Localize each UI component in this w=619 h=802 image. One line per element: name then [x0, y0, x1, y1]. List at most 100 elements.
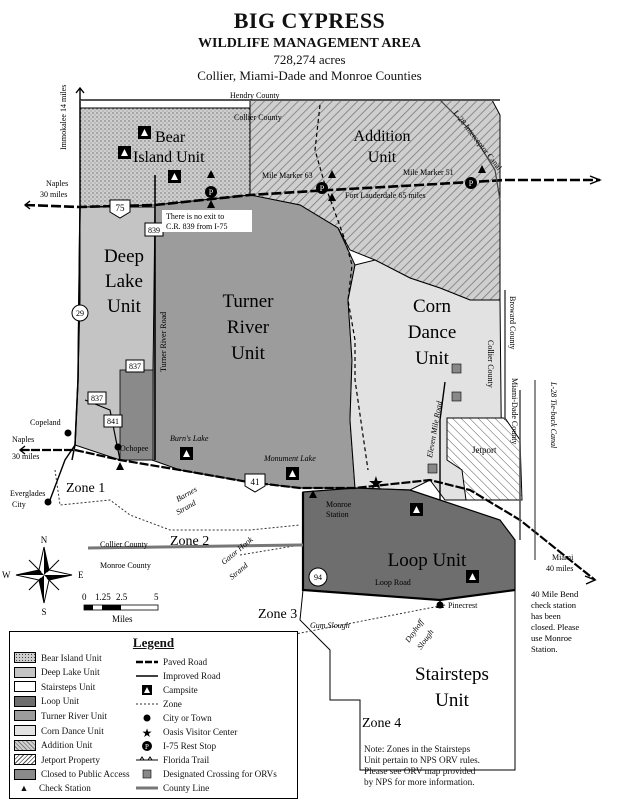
miami-distance: 40 miles	[546, 564, 573, 573]
mile-marker-51: Mile Marker 51	[403, 168, 454, 177]
legend-item: Corn Dance Unit	[14, 725, 104, 736]
county-line	[87, 543, 303, 550]
station-closed-note: 40 Mile Bend check station has been clos…	[531, 589, 579, 654]
legend-item: Florida Trail	[136, 755, 209, 765]
gator-hook-strand-label: Strand	[228, 560, 251, 581]
burns-lake-label: Burn's Lake	[170, 434, 209, 443]
legend-swatch: ▲	[19, 782, 29, 793]
svg-text:40 Mile Bend: 40 Mile Bend	[531, 589, 579, 599]
city-dot	[44, 498, 52, 506]
check-station-icon	[116, 462, 124, 470]
svg-text:41: 41	[251, 477, 260, 487]
zone-2-label: Zone 2	[170, 534, 209, 549]
us41-road	[20, 448, 596, 581]
arrow-immokalee	[75, 86, 85, 100]
turner-river-unit-area	[151, 194, 356, 489]
legend-label: Check Station	[39, 783, 91, 794]
svg-text:837: 837	[129, 362, 141, 371]
svg-text:use Monroe: use Monroe	[531, 633, 572, 643]
campsite-icon	[136, 685, 158, 695]
legend-item: Jetport Property	[14, 754, 100, 766]
orv-crossing-icon	[136, 769, 158, 779]
zone-4-label: Zone 4	[362, 716, 401, 731]
addition-unit-label: Addition	[354, 128, 411, 145]
arrow-naples-bottom	[18, 445, 30, 455]
legend-label: Campsite	[163, 685, 198, 695]
compass-rose: N S E W	[2, 535, 84, 617]
bear-island-unit-label: Island Unit	[133, 149, 205, 166]
legend-item: County Line	[136, 783, 209, 793]
i75-shield: 75	[109, 199, 131, 219]
route-837-shield: 837	[125, 359, 145, 373]
svg-text:N: N	[41, 535, 48, 545]
zones-note: Note: Zones in the Stairsteps Unit perta…	[364, 744, 480, 787]
map-subtitle: WILDLIFE MANAGEMENT AREA	[198, 36, 421, 51]
check-station-icon	[207, 170, 215, 178]
svg-text:837: 837	[91, 394, 103, 403]
turner-river-unit-label: Unit	[231, 343, 266, 364]
legend-item: Paved Road	[136, 657, 207, 667]
map-title: BIG CYPRESS	[233, 8, 386, 33]
turner-river-road-label: Turner River Road	[159, 312, 168, 372]
svg-text:Station.: Station.	[531, 644, 558, 654]
campsite-icon	[168, 170, 181, 183]
svg-text:1.25: 1.25	[95, 592, 111, 602]
legend-item: ▲ Check Station	[14, 783, 91, 793]
orv-crossing-icon	[451, 363, 462, 374]
svg-text:841: 841	[107, 417, 119, 426]
legend-label: Paved Road	[163, 657, 208, 667]
check-station-icon	[478, 165, 486, 173]
l28-interceptor-canal	[439, 99, 501, 201]
svg-text:0: 0	[82, 592, 87, 602]
legend-swatch	[14, 768, 36, 780]
monroe-county-label: Monroe County	[100, 561, 151, 570]
addition-unit-label: Unit	[368, 149, 397, 166]
svg-text:5: 5	[154, 592, 159, 602]
legend-swatch	[14, 739, 36, 751]
stairsteps-unit-label: Stairsteps	[415, 664, 489, 685]
svg-text:★: ★	[142, 727, 153, 737]
legend-item: Bear Island Unit	[14, 652, 102, 663]
monroe-station-label: Monroe	[326, 500, 352, 509]
city-dot	[64, 429, 72, 437]
legend-label: Corn Dance Unit	[41, 725, 104, 736]
scale-bar: 0 1.25 2.5 5 Miles	[82, 592, 159, 624]
legend-title: Legend	[132, 635, 175, 650]
route-841-shield: 841	[103, 414, 123, 428]
rest-stop-icon: P	[316, 182, 328, 194]
miami-label: Miami	[552, 553, 574, 562]
legend-swatch	[14, 695, 36, 707]
svg-text:75: 75	[116, 203, 126, 213]
cr29-road	[49, 206, 81, 501]
stairsteps-unit-label: Unit	[435, 690, 470, 711]
rest-stop-icon: P	[205, 186, 217, 198]
us41-shield: 41	[244, 473, 266, 493]
i75-road	[24, 178, 600, 209]
legend-item: Zone	[136, 699, 182, 709]
legend-label: County Line	[163, 783, 210, 793]
legend-item: Stairsteps Unit	[14, 681, 95, 693]
zone-3-label: Zone 3	[258, 607, 297, 622]
deep-lake-unit-label: Unit	[107, 296, 142, 317]
corn-dance-unit-label: Unit	[415, 348, 450, 369]
svg-text:S: S	[41, 607, 46, 617]
l28-tieback-label: L-28 Tie-back Canal	[549, 381, 558, 449]
svg-text:Miles: Miles	[112, 614, 133, 624]
legend-label: Bear Island Unit	[41, 652, 102, 663]
svg-text:839: 839	[148, 226, 160, 235]
campsite-icon	[286, 467, 299, 480]
no-exit-note: C.R. 839 from I-75	[166, 222, 228, 231]
loop-road	[301, 492, 516, 602]
legend-label: Turner River Unit	[41, 710, 108, 721]
legend-label: Jetport Property	[41, 754, 100, 765]
corn-dance-unit-label: Dance	[408, 322, 457, 343]
legend-item: Campsite	[136, 685, 198, 695]
campsite-icon	[138, 126, 151, 139]
naples-bottom-label: Naples	[12, 435, 34, 444]
campsite-icon	[410, 503, 423, 516]
campsite-icon	[466, 570, 479, 583]
star-icon: ★	[136, 726, 158, 740]
legend-item: City or Town	[136, 713, 212, 723]
ochopee-label: Ochopee	[120, 444, 149, 453]
